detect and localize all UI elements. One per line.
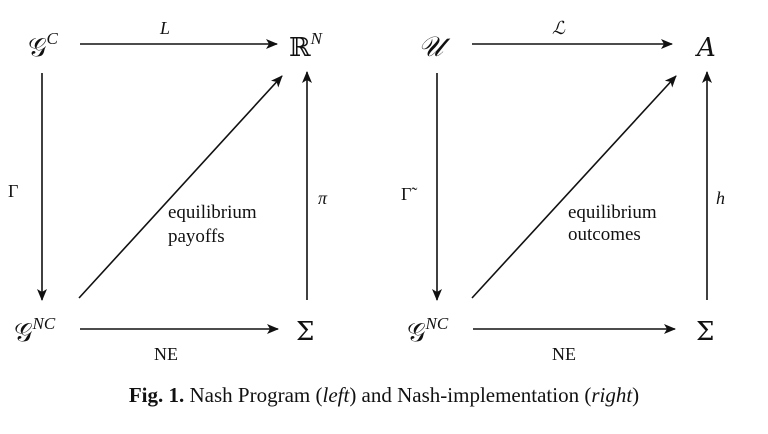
right-node-top-right: A — [695, 33, 716, 63]
left-label-right: π — [318, 188, 328, 208]
left-label-bottom: NE — [154, 344, 178, 364]
left-arrow-diagonal — [78, 75, 283, 299]
left-node-top-left: 𝒢C — [28, 29, 59, 63]
right-diagonal-label-line1: equilibrium — [568, 202, 657, 223]
right-label-top: ℒ — [552, 18, 566, 38]
left-diagonal-label-line2: payoffs — [168, 226, 225, 247]
right-diagram: 𝒰 A 𝒢NC Σ ℒ Γ̃ h NE equilibrium outcomes — [401, 18, 725, 364]
right-diagonal-label-line2: outcomes — [568, 224, 641, 245]
right-label-bottom: NE — [552, 344, 576, 364]
caption-prefix: Fig. 1. — [128, 383, 185, 407]
left-node-bottom-left: 𝒢NC — [14, 314, 56, 348]
right-label-right: h — [716, 188, 725, 208]
caption-text-2: ) and Nash-implementation ( — [349, 383, 592, 407]
right-label-left: Γ̃ — [401, 184, 417, 204]
caption-text-1: Nash Program ( — [184, 383, 323, 407]
caption-text-3: ) — [632, 383, 640, 407]
caption-right-word: right — [591, 383, 633, 407]
right-node-top-left: 𝒰 — [418, 30, 451, 63]
right-arrow-diagonal — [471, 75, 677, 299]
left-node-bottom-right: Σ — [296, 317, 314, 347]
caption-left-word: left — [322, 383, 350, 407]
left-node-top-right: ℝN — [289, 29, 324, 63]
right-node-bottom-right: Σ — [696, 317, 714, 347]
left-label-top: L — [159, 18, 170, 38]
commutative-diagrams: 𝒢C ℝN 𝒢NC Σ L Γ π NE equilibrium payoffs… — [8, 18, 725, 364]
figure-caption: Fig. 1. Nash Program (left) and Nash-imp… — [0, 383, 768, 408]
left-diagram: 𝒢C ℝN 𝒢NC Σ L Γ π NE equilibrium payoffs — [8, 18, 328, 364]
right-node-bottom-left: 𝒢NC — [407, 314, 449, 348]
left-diagonal-label-line1: equilibrium — [168, 202, 257, 223]
left-label-left: Γ — [8, 181, 18, 201]
